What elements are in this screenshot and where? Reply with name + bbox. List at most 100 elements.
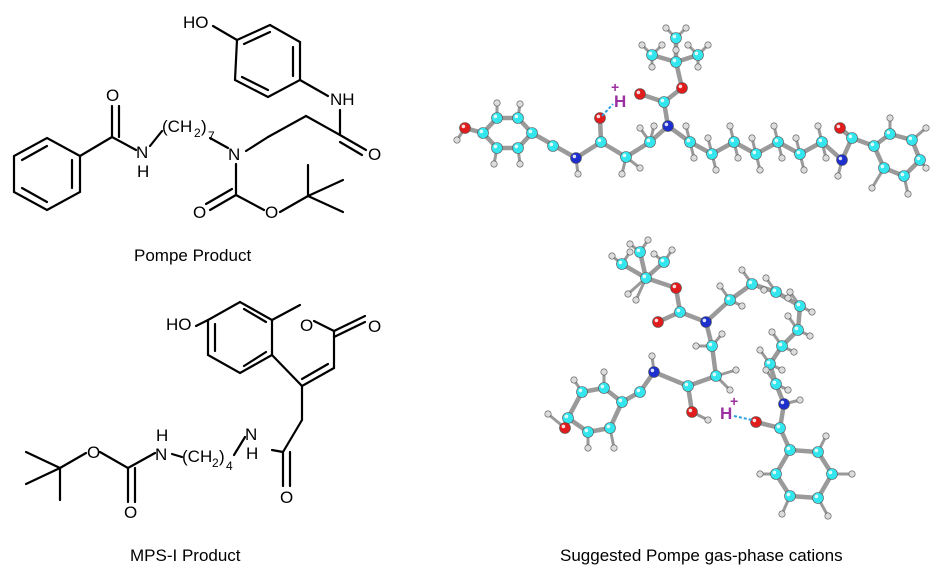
model1-hydrogen-atom [886, 114, 894, 122]
model1-carbon-atom [526, 127, 538, 139]
model1-hydrogen-atom [734, 154, 742, 162]
model1-oxygen-atom [676, 82, 688, 94]
carbamate-n-label: N [155, 445, 167, 464]
ch2-4-sub-2: 2 [212, 456, 219, 470]
model2-oxygen-atom [652, 316, 664, 328]
model2-hydrogen-atom [824, 512, 832, 520]
model2-atom-highlight [684, 382, 689, 387]
proton-label-1: H [614, 92, 626, 111]
model1-atom-highlight [796, 150, 801, 155]
model2-atom-highlight [772, 288, 777, 293]
model1-atom-highlight [900, 172, 905, 177]
model2-carbon-atom [770, 378, 782, 390]
model2-carbon-atom [746, 278, 758, 290]
model1-hydrogen-atom [682, 24, 690, 32]
model2-hydrogen-atom [608, 252, 616, 260]
ch2-4-close: ) [219, 447, 225, 466]
model1-atom-highlight [818, 138, 823, 143]
model1-hydrogen-atom [493, 99, 501, 107]
model1-hydrogen-atom [778, 154, 786, 162]
model1-hydrogen-atom [922, 124, 930, 132]
model2-atom-highlight [796, 302, 801, 307]
model1-atom-highlight [596, 114, 601, 119]
model2-hydrogen-atom [668, 246, 676, 254]
model2-carbon-atom [706, 340, 718, 352]
model1-atom-highlight [664, 122, 669, 127]
model1-hydrogen-atom [868, 184, 876, 192]
model1-atom-highlight [514, 144, 519, 149]
model1-hydrogen-atom [618, 170, 626, 178]
model1-atom-highlight [572, 154, 577, 159]
model2-atom-highlight [650, 368, 655, 373]
model2-hydrogen-atom [796, 396, 804, 404]
model1-atom-highlight [886, 130, 891, 135]
model2-carbon-atom [792, 324, 804, 336]
model1-atom-highlight [528, 129, 533, 134]
model2-bond [651, 369, 691, 389]
model1-atom-highlight [916, 156, 921, 161]
model2-oxygen-atom [686, 406, 698, 418]
model2-hydrogen-atom [692, 342, 700, 350]
model1-atom-highlight [678, 84, 683, 89]
mps-product-structure: HO O O N H O (CH 2 ) 4 N H O [24, 300, 381, 522]
model1-carbon-atom [646, 49, 658, 61]
model1-atom-highlight [686, 138, 691, 143]
model1-hydrogen-atom [834, 172, 842, 180]
mps-product-caption: MPS-I Product [130, 546, 241, 565]
model2-hydrogen-atom [544, 410, 552, 418]
model1-carbon-atom [491, 142, 503, 154]
model1-atom-highlight [622, 153, 627, 158]
model1-carbon-atom [898, 170, 910, 182]
model2-carbon-atom [770, 286, 782, 298]
model1-carbon-atom [620, 151, 632, 163]
ch2-sub-2: 2 [194, 126, 201, 140]
ch2-close: ) [201, 117, 207, 136]
model1-hydrogen-atom [814, 122, 822, 130]
model2-carbon-atom [812, 446, 824, 458]
model1-hydrogen-atom [704, 134, 712, 142]
model2-hydrogen-atom [704, 416, 712, 424]
model1-carbon-atom [595, 136, 607, 148]
model1-carbon-atom [491, 112, 503, 124]
model2-atom-highlight [766, 360, 771, 365]
model1-carbon-atom [512, 112, 524, 124]
model1-carbon-atom [772, 136, 784, 148]
model1-carbon-atom [906, 134, 918, 146]
model1-hydrogen-atom [672, 46, 680, 54]
model1-atom-highlight [730, 138, 735, 143]
tertiary-n-label: N [228, 145, 240, 164]
model1-carbon-atom [914, 154, 926, 166]
model2-atom-highlight [676, 308, 681, 313]
model2-carbon-atom [826, 468, 838, 480]
model2-hydrogen-atom [624, 290, 632, 298]
model1-atom-highlight [493, 114, 498, 119]
model2-hydrogen-atom [584, 444, 592, 452]
model1-hydrogen-atom [922, 164, 930, 172]
model1-carbon-atom [658, 96, 670, 108]
model1-carbon-atom [684, 136, 696, 148]
model1-oxygen-atom [834, 122, 846, 134]
model1-hydrogen-atom [694, 63, 702, 71]
model2-atom-highlight [794, 326, 799, 331]
carbamate-h-label: H [156, 426, 168, 445]
benzoyl-oxygen-label: O [106, 86, 119, 105]
model2-carbon-atom [616, 258, 628, 270]
mps-amide-oxygen-label: O [280, 488, 293, 507]
model2-carbon-atom [794, 300, 806, 312]
model2-atom-highlight [642, 274, 647, 279]
model2-atom-highlight [786, 492, 791, 497]
chain-h-label: H [137, 162, 149, 181]
model1-hydrogen-atom [490, 160, 498, 168]
model2-hydrogen-atom [784, 386, 792, 394]
model2-carbon-atom [784, 444, 796, 456]
model1-atom-highlight [908, 136, 913, 141]
model2-atom-highlight [654, 318, 659, 323]
model1-atom-highlight [549, 142, 554, 147]
model1-hydrogen-atom [650, 122, 658, 130]
gas-phase-cation-model-2 [544, 236, 856, 520]
gas-phase-caption: Suggested Pompe gas-phase cations [560, 546, 843, 565]
model1-carbon-atom [794, 148, 806, 160]
model2-oxygen-atom [559, 422, 571, 434]
model2-atom-highlight [814, 494, 819, 499]
